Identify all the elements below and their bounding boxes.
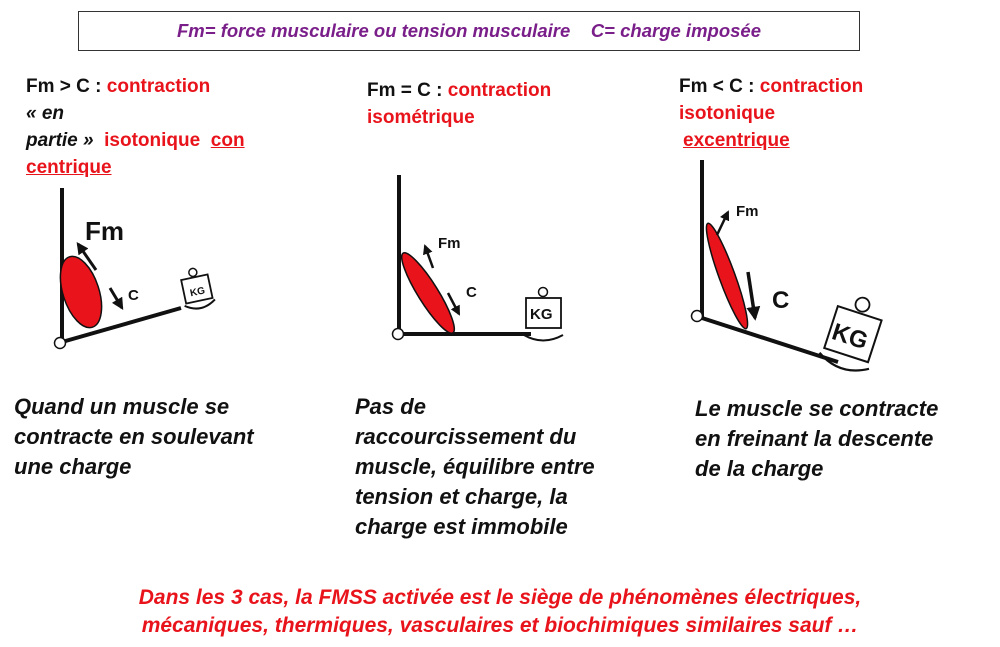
panel2-desc-line: charge est immobile [355,514,568,539]
panel1-desc-line: Quand un muscle se [14,394,230,419]
panel1-heading: Fm > C : contraction « en partie » isoto… [26,73,245,181]
panel1-desc-line: une charge [14,454,132,479]
panel2-desc-line: Pas de [355,394,426,419]
c-definition: C= charge imposée [590,20,761,41]
panel1-fm-arrow [76,242,98,271]
panel3-desc-line: en freinant la descente [695,426,934,451]
panel1-partie: partie » [26,130,94,151]
panel1-con: con [210,130,245,151]
panel2-muscle [400,252,456,334]
panel1-c-label: C [128,287,139,304]
conclusion-line: mécaniques, thermiques, vasculaires et b… [141,614,859,637]
definitions-box: Fm= force musculaire ou tension musculai… [78,11,860,51]
panel3-isotonique: isotonique [679,103,776,124]
panel1-lower-segment [61,306,182,344]
panel1-description: Quand un muscle se contracte en soulevan… [14,392,254,482]
panel2-condition: Fm = C : [367,80,448,101]
panel1-desc-line: contracte en soulevant [14,424,254,449]
panel2-diagram: Fm C KG [391,175,564,342]
panel1-muscle [59,255,103,329]
panel3-condition: Fm < C : [679,76,760,97]
panel1-quote-open: « en [26,103,65,124]
panel2-isometrique: isométrique [367,107,475,128]
panel3-c-arrow [746,271,761,321]
panel2-fm-arrow [423,244,435,269]
panel1-joint [53,336,67,350]
conclusion-line: Dans les 3 cas, la FMSS activée est le s… [138,586,862,609]
panel3-weight: KG [818,296,883,372]
panel3-diagram: Fm C KG [690,160,883,372]
panel1-contraction-word: contraction [106,76,211,97]
panel3-lower-segment [701,316,839,364]
panel2-contraction-word: contraction [447,80,552,101]
panel1-diagram: Fm C KG [53,188,216,350]
panel1-condition: Fm > C : [26,76,107,97]
panel3-description: Le muscle se contracte en freinant la de… [695,394,938,484]
panel2-weight-label: KG [530,306,553,323]
panel3-joint [690,309,704,323]
panel2-fm-label: Fm [438,235,461,252]
panel3-desc-line: Le muscle se contracte [695,396,939,421]
panel2-heading: Fm = C : contraction isométrique [367,77,551,131]
panel1-isotonique: isotonique [104,130,201,151]
panel1-weight-label: KG [189,285,206,299]
panel3-muscle [705,222,749,330]
panel3-fm-label: Fm [736,203,759,220]
panel3-contraction-word: contraction [759,76,864,97]
panel2-joint [391,327,405,341]
panel2-description: Pas de raccourcissement du muscle, équil… [355,392,595,542]
panel2-desc-line: raccourcissement du [355,424,577,449]
panel3-excentrique: excentrique [683,130,790,151]
panel1-centrique: centrique [26,157,112,178]
panel2-weight: KG [523,286,564,342]
panel1-fm-label: Fm [85,216,124,246]
panel2-c-label: C [466,284,477,301]
panel3-heading: Fm < C : contraction isotonique excentri… [679,73,863,154]
panel2-c-arrow [446,292,461,316]
panel3-fm-arrow [715,210,730,236]
fm-definition: Fm= force musculaire ou tension musculai… [177,20,571,41]
panel3-desc-line: de la charge [695,456,824,481]
panel3-c-label: C [772,287,789,314]
panel2-desc-line: muscle, équilibre entre [355,454,595,479]
panel2-desc-line: tension et charge, la [355,484,568,509]
panel1-weight: KG [180,267,216,310]
conclusion-text: Dans les 3 cas, la FMSS activée est le s… [0,584,1000,640]
panel1-c-arrow [108,287,124,311]
